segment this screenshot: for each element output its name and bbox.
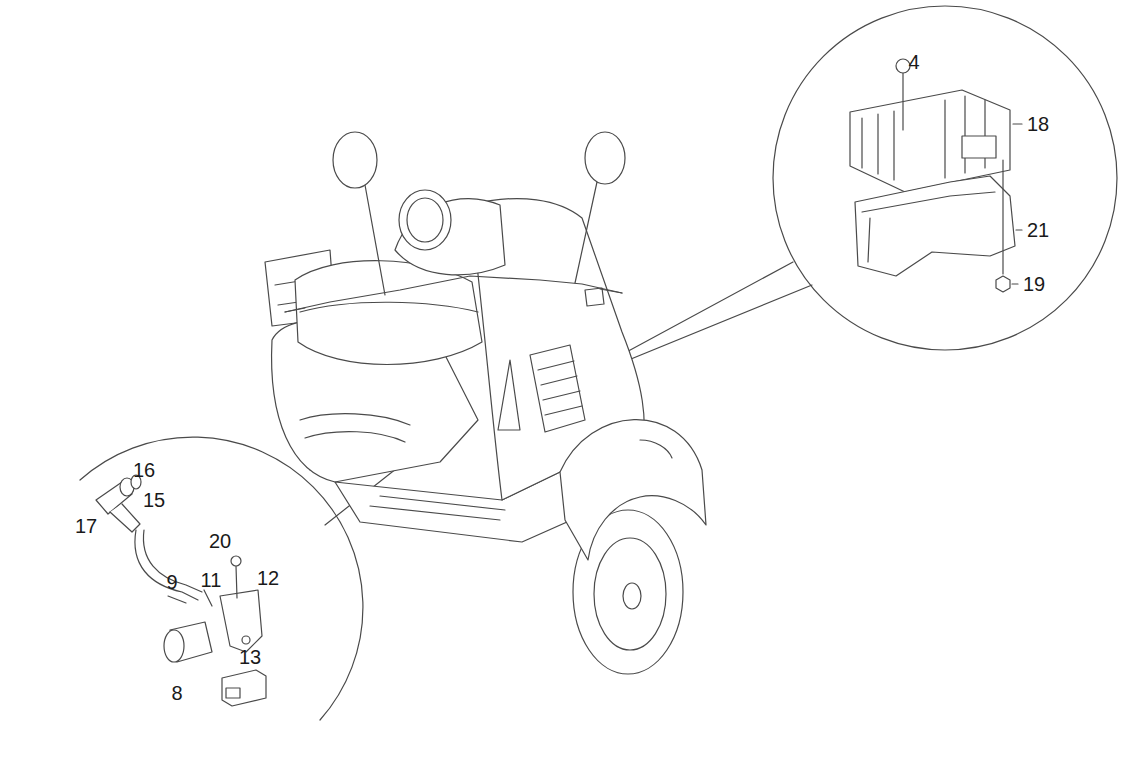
callout-number: 19 — [1022, 274, 1046, 294]
headlight-lens — [407, 198, 443, 242]
coil-end — [164, 630, 184, 662]
zoom-arc — [80, 437, 363, 720]
callout-number: 4 — [907, 52, 920, 72]
pin — [168, 596, 186, 603]
bolt-head — [896, 59, 910, 73]
leader-line — [1012, 283, 1018, 284]
callout-number: 15 — [142, 490, 166, 510]
callout-number: 20 — [208, 531, 232, 551]
wheel-hub — [623, 583, 641, 609]
callout-number: 21 — [1026, 220, 1050, 240]
screw-shaft — [236, 566, 237, 598]
mirror-stem — [365, 185, 385, 295]
mirror — [333, 132, 377, 188]
handlebar — [285, 276, 622, 312]
hose — [135, 530, 198, 600]
regulator-group — [850, 59, 1022, 292]
seat-seam — [300, 302, 478, 312]
callout-number: 8 — [170, 683, 183, 703]
fender-detail — [640, 440, 672, 458]
relay-pins — [226, 688, 240, 698]
mirror — [585, 132, 625, 184]
callout-number: 16 — [132, 460, 156, 480]
screw-head — [231, 556, 241, 566]
mounting-bracket — [855, 176, 1015, 276]
front-fender — [560, 420, 706, 560]
hose — [143, 530, 202, 592]
coil-group — [96, 475, 266, 706]
regulator-connector — [962, 136, 996, 158]
callout-number: 13 — [238, 647, 262, 667]
leader-line — [1013, 123, 1022, 124]
grille-slat — [538, 361, 582, 415]
callout-number: 9 — [165, 572, 178, 592]
leader-line — [1016, 229, 1022, 230]
seat — [295, 261, 482, 365]
headlight — [399, 190, 451, 250]
bracket-hole — [242, 636, 250, 644]
relay — [222, 670, 266, 706]
scooter-drawing — [265, 132, 706, 674]
bolt-shaft — [902, 72, 903, 130]
bracket-edge — [862, 192, 995, 262]
clip — [204, 590, 212, 606]
floor-strip — [370, 496, 505, 520]
nut — [996, 276, 1010, 292]
grip — [285, 289, 622, 312]
bolt-axis — [1002, 160, 1003, 274]
coil-bracket — [220, 590, 262, 652]
wheel-rim — [594, 538, 666, 650]
callout-number: 18 — [1026, 114, 1050, 134]
callout-number: 11 — [200, 570, 223, 590]
side-panel-detail — [300, 414, 410, 442]
zoom-circle — [773, 6, 1117, 350]
callout-number: 12 — [256, 568, 280, 588]
sleeve — [110, 504, 140, 532]
callout-number: 17 — [74, 516, 98, 536]
side-vent — [498, 360, 520, 430]
badge — [585, 288, 604, 306]
horn-grille — [530, 345, 585, 432]
mirror-stem — [575, 182, 597, 283]
